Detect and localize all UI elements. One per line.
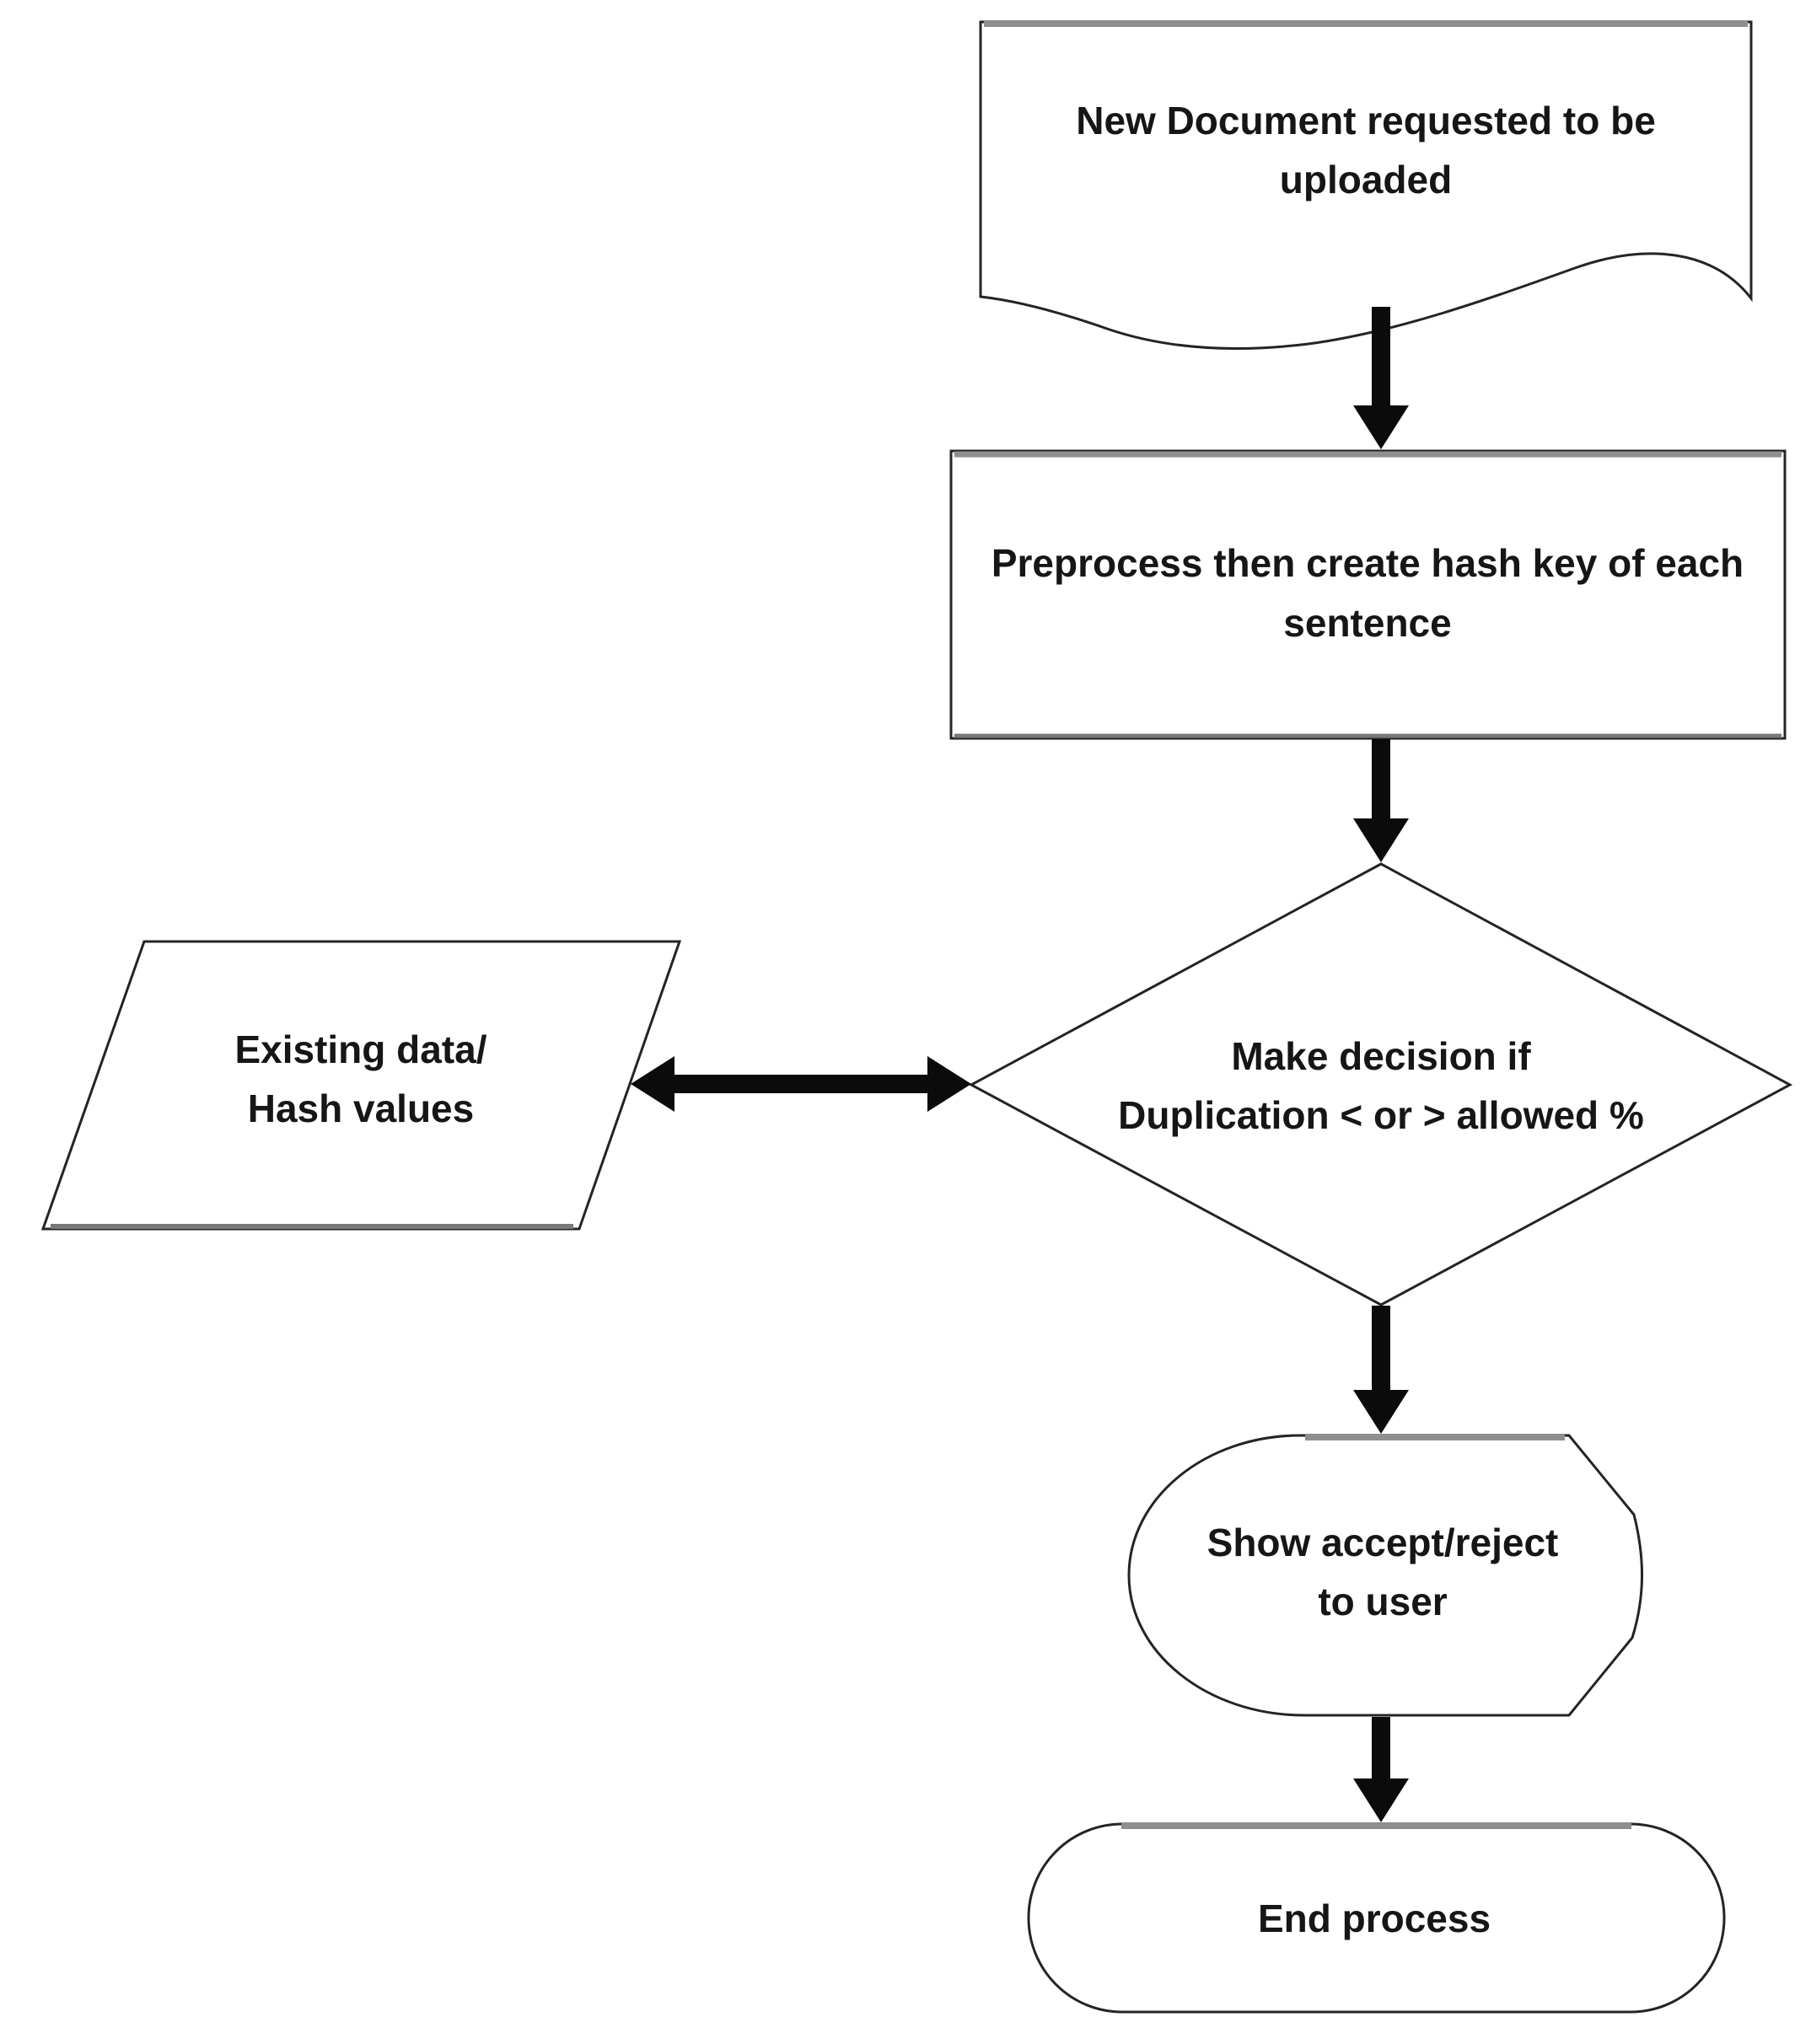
process-node [949,449,1787,740]
process-label: Preprocess then create hash key of each … [946,534,1789,653]
end-label-line1: End process [1257,1896,1491,1940]
display-label-line1: Show accept/reject [1206,1521,1559,1564]
document-label-line2: uploaded [1279,158,1453,201]
document-node [979,20,1753,350]
arrow-display-to-end [1353,1717,1409,1822]
decision-label-line2: Duplication < or > allowed % [1118,1093,1644,1137]
decision-node [968,862,1793,1306]
process-label-line1: Preprocess then create hash key of each [991,541,1744,585]
display-label-line2: to user [1318,1580,1448,1623]
display-node [1127,1434,1643,1717]
arrow-process-to-decision [1353,739,1409,862]
decision-label-line1: Make decision if [1231,1034,1531,1078]
arrow-decision-data-bidirectional [631,1056,971,1112]
data-label-line2: Hash values [247,1086,475,1130]
data-label: Existing data/ Hash values [108,1020,614,1138]
arrow-document-to-process [1353,307,1409,449]
end-label: End process [1079,1889,1669,1948]
process-label-line2: sentence [1283,601,1452,645]
document-label: New Document requested to be uploaded [995,91,1737,209]
display-label: Show accept/reject to user [1088,1513,1678,1631]
arrow-decision-to-display [1353,1306,1409,1434]
document-label-line1: New Document requested to be [1076,99,1656,142]
data-node [40,940,682,1231]
decision-label: Make decision if Duplication < or > allo… [959,1027,1803,1145]
data-label-line1: Existing data/ [234,1027,487,1071]
